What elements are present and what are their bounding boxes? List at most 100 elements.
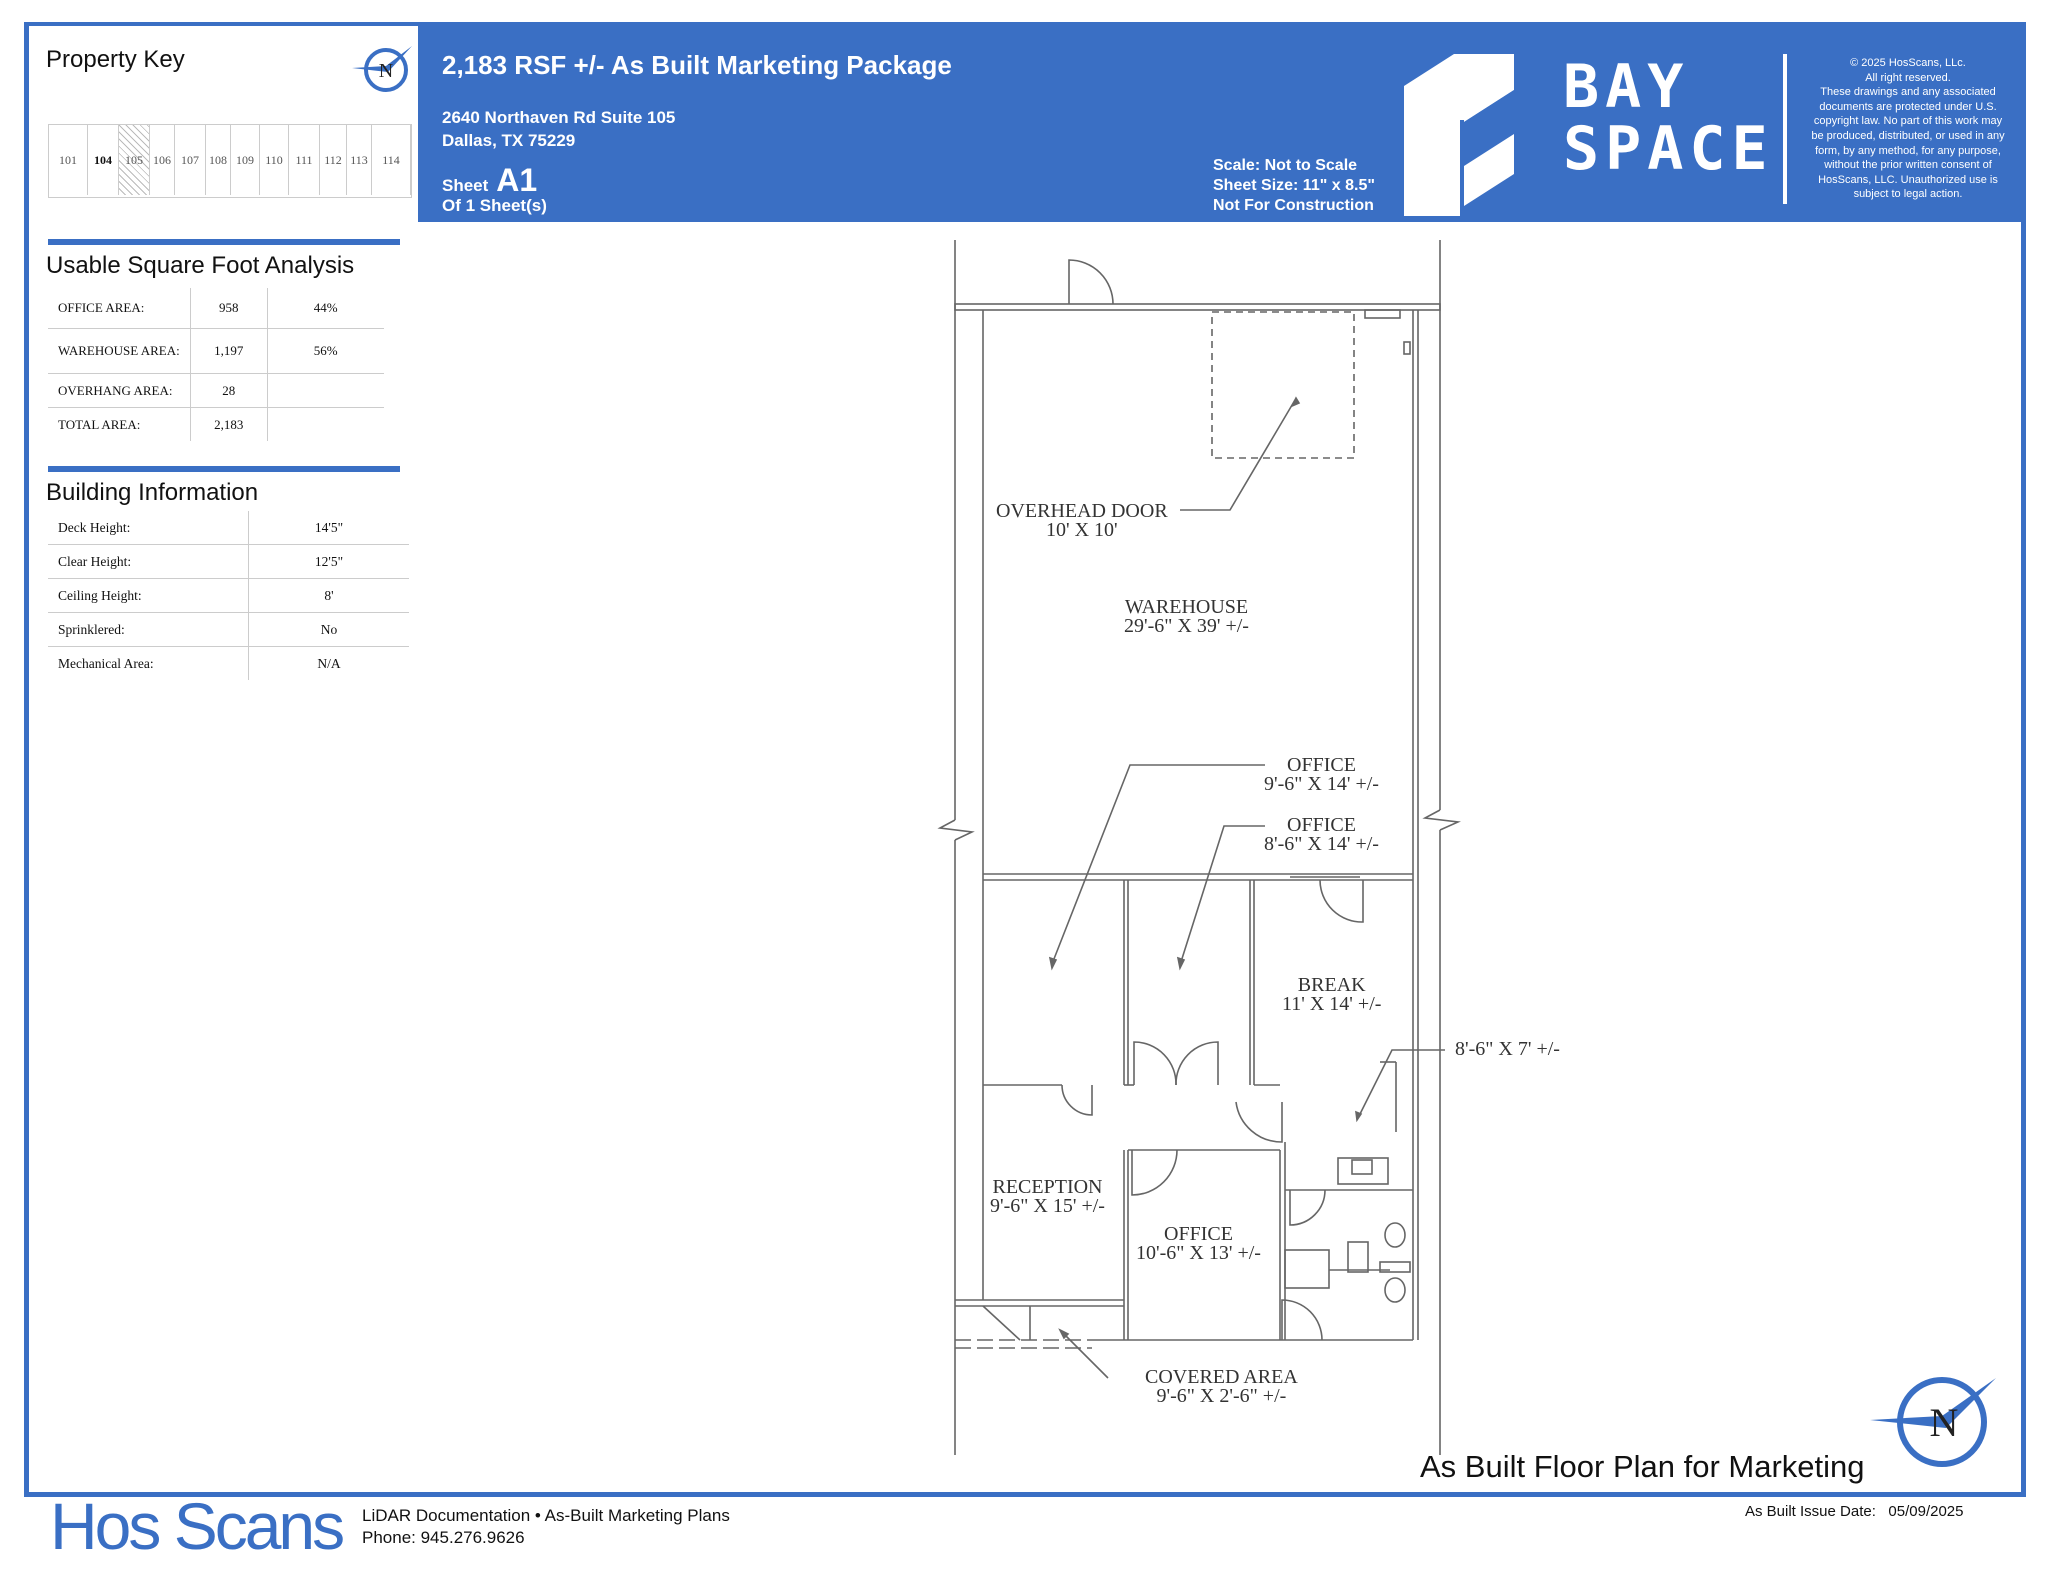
copyright-line: subject to legal action. [1853,188,1963,201]
room-name: COVERED AREA [1145,1366,1298,1388]
table-row: OVERHANG AREA:28 [48,373,384,408]
table-row: Deck Height:14'5" [48,511,409,545]
sheet-top-border [24,22,2026,26]
room-name: BREAK [1297,974,1366,996]
room-dims: 9'-6" X 15' +/- [990,1195,1105,1217]
issue-date-value: 05/09/2025 [1888,1503,1964,1520]
copyright-line: form, by any method, for any purpose, [1815,144,2001,157]
row-value: No [248,612,409,647]
compass-letter: N [1930,1400,1959,1445]
copyright-line: All right reserved. [1865,71,1951,84]
address-line-1: 2640 Northaven Rd Suite 105 [442,108,676,127]
row-value: 12'5" [248,544,409,579]
row-value: 14'5" [248,511,409,545]
copyright-line: documents are protected under U.S. [1819,100,1997,113]
row-percent [266,407,384,441]
copyright-line: © 2025 HosScans, LLc. [1850,57,1966,69]
unit-key-cell: 111 [289,125,320,195]
room-name: WAREHOUSE [1124,596,1249,618]
room-name: OFFICE [1287,814,1356,836]
row-percent: 56% [266,328,384,374]
sheet-size-text: Sheet Size: 11" x 8.5" [1213,177,1375,194]
address-line-2: Dallas, TX 75229 [442,131,576,150]
compass-letter: N [379,60,393,82]
sheet-label-text: Sheet [442,176,489,195]
unit-key-cell: 114 [372,125,411,195]
title-block-header: 2,183 RSF +/- As Built Marketing Package… [418,26,2026,222]
copyright-line: copyright law. No part of this work may [1813,115,2003,128]
unit-key-cell: 101 [49,125,88,195]
section-bar [48,466,400,472]
copyright-line: be produced, distributed, or used in any [1811,129,2005,142]
logo-line-1: BAY [1563,52,1690,122]
room-dims: 8'-6" X 14' +/- [1264,833,1379,855]
row-label: Mechanical Area: [58,655,154,671]
row-value: 8' [248,578,409,613]
footer-phone: Phone: 945.276.9626 [362,1528,525,1547]
copyright-line: without the prior written consent of [1824,159,1992,172]
north-compass-small-icon: N [352,46,412,92]
row-value: N/A [248,646,409,680]
copyright-line: These drawings and any associated [1820,86,1996,99]
row-value: 1,197 [189,328,268,374]
table-row: Ceiling Height:8' [48,578,409,613]
room-name: OFFICE [1164,1223,1233,1245]
logo-line-2: SPACE [1563,114,1774,184]
row-percent [266,373,384,408]
row-label: WAREHOUSE AREA: [48,328,191,374]
unit-key-cell: 109 [231,125,260,195]
row-label: Ceiling Height: [48,578,249,613]
row-label: Deck Height: [48,511,249,545]
table-row: Clear Height:12'5" [48,544,409,579]
hos-scans-logo: Hos Scans [50,1489,345,1563]
bay-space-wordmark: BAY SPACE [1563,56,1774,180]
unit-key-cell: 110 [260,125,289,195]
table-row: TOTAL AREA: 2,183 [48,407,384,441]
issue-date: As Built Issue Date: 05/09/2025 [1745,1503,1964,1520]
room-dims: 11' X 14' +/- [1282,993,1382,1015]
row-label: Clear Height: [48,544,249,579]
sheet-number: A1 [496,162,538,198]
building-info-table: Deck Height:14'5" Clear Height:12'5" Cei… [48,511,409,680]
room-dims: 10' X 10' [1046,519,1118,541]
unit-key-cell: 104 [88,125,119,195]
building-info-title: Building Information [46,479,259,506]
room-name: OFFICE [1287,754,1356,776]
issue-date-label: As Built Issue Date: [1745,1503,1876,1520]
unit-key-cell: 112 [320,125,347,195]
row-percent: 44% [266,288,384,329]
copyright-notice: © 2025 HosScans, LLc. All right reserved… [1798,56,2018,202]
row-label: OVERHANG AREA: [48,373,191,408]
room-dims: 8'-6" X 7' +/- [1455,1038,1560,1060]
package-title: 2,183 RSF +/- As Built Marketing Package [442,50,952,80]
scale-info: Scale: Not to Scale Sheet Size: 11" x 8.… [1213,156,1375,216]
room-dims: 10'-6" X 13' +/- [1136,1242,1261,1264]
row-label: TOTAL AREA: [58,416,141,432]
usable-sf-title: Usable Square Foot Analysis [46,252,355,279]
construction-text: Not For Construction [1213,197,1374,214]
room-name: RECEPTION [992,1176,1103,1198]
row-value: 2,183 [189,407,268,441]
room-name: OVERHEAD DOOR [996,500,1168,522]
row-value: 28 [189,373,268,408]
row-label: OFFICE AREA: [48,288,191,329]
unit-key-cell: 106 [150,125,175,195]
unit-key-cell: 105 [119,125,150,195]
sheet-of: Of 1 Sheet(s) [442,196,547,215]
bay-space-logo-mark [1404,54,1514,216]
sheet-label: Sheet A1 [442,162,537,199]
table-row: Sprinklered:No [48,612,409,647]
room-dims: 9'-6" X 2'-6" +/- [1156,1385,1287,1407]
room-dims: 29'-6" X 39' +/- [1124,615,1249,637]
unit-key-cell: 113 [347,125,372,195]
